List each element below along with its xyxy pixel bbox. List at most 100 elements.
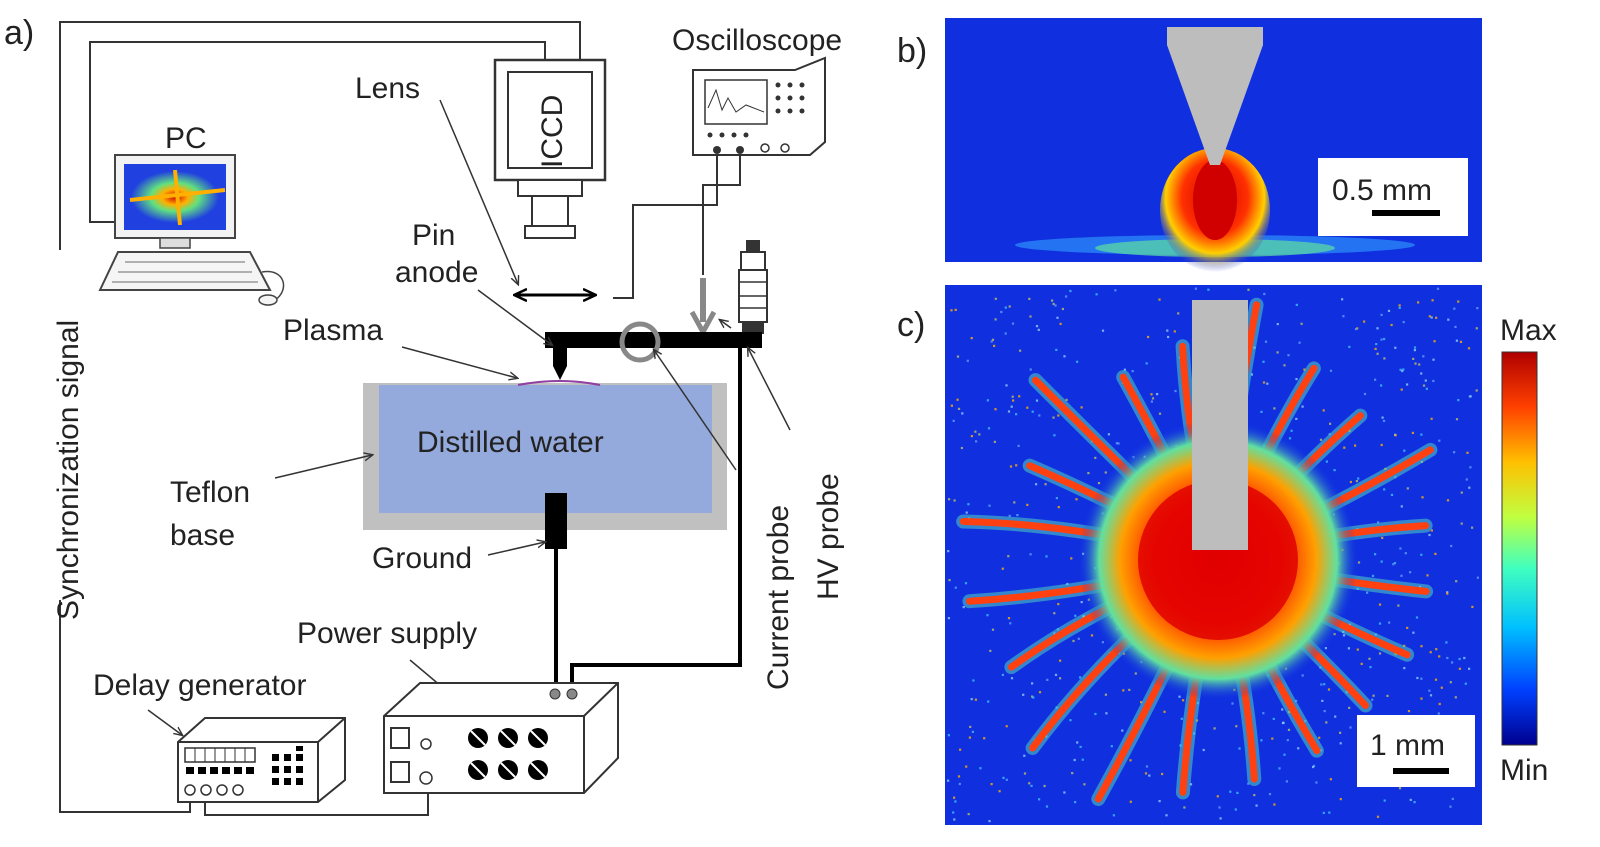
noise-speck — [1009, 465, 1013, 468]
noise-speck — [1074, 614, 1077, 617]
noise-speck — [1404, 552, 1407, 555]
noise-speck — [1055, 348, 1058, 351]
noise-speck — [1409, 571, 1412, 574]
noise-speck — [1394, 434, 1397, 437]
noise-speck — [1083, 783, 1086, 786]
noise-speck — [1056, 316, 1059, 319]
noise-speck — [1202, 748, 1205, 752]
noise-speck — [1131, 370, 1134, 373]
noise-speck — [1011, 395, 1014, 398]
noise-speck — [1415, 616, 1419, 619]
noise-speck — [979, 767, 982, 770]
noise-speck — [1354, 328, 1358, 331]
noise-speck — [1010, 405, 1013, 408]
noise-speck — [1363, 320, 1366, 323]
noise-speck — [952, 811, 955, 814]
noise-speck — [958, 782, 961, 786]
noise-speck — [1383, 488, 1386, 491]
noise-speck — [1097, 482, 1101, 485]
noise-speck — [988, 504, 991, 507]
noise-speck — [1004, 332, 1007, 335]
noise-speck — [1315, 781, 1318, 784]
current-probe-ring — [619, 321, 661, 363]
noise-speck — [950, 309, 953, 312]
noise-speck — [1357, 561, 1361, 564]
noise-speck — [1468, 667, 1471, 670]
noise-speck — [987, 427, 991, 430]
noise-speck — [1420, 433, 1423, 436]
noise-speck — [1005, 778, 1008, 781]
noise-speck — [1166, 329, 1169, 332]
noise-speck — [1059, 322, 1062, 325]
noise-speck — [1236, 791, 1239, 794]
noise-speck — [1319, 438, 1323, 441]
noise-speck — [965, 765, 968, 768]
noise-speck — [1406, 487, 1409, 490]
noise-speck — [1378, 652, 1382, 655]
noise-speck — [986, 614, 989, 617]
noise-speck — [1451, 661, 1454, 664]
noise-speck — [1374, 347, 1377, 350]
panel-b: b) 0.5 mm — [897, 18, 1482, 272]
noise-speck — [1031, 695, 1034, 698]
hv-probe-device — [738, 240, 768, 334]
noise-speck — [1428, 533, 1431, 537]
noise-speck — [1381, 416, 1384, 419]
noise-speck — [1262, 712, 1265, 715]
noise-speck — [1151, 397, 1155, 400]
noise-speck — [1425, 387, 1428, 390]
noise-speck — [1017, 444, 1020, 447]
teflon-label-line2: base — [170, 519, 235, 552]
noise-speck — [1077, 637, 1080, 640]
noise-speck — [1001, 567, 1004, 570]
noise-speck — [1323, 710, 1326, 713]
noise-speck — [1250, 373, 1253, 376]
noise-speck — [1156, 393, 1159, 396]
noise-speck — [1380, 313, 1383, 316]
noise-speck — [1007, 617, 1011, 620]
noise-speck — [1422, 384, 1426, 387]
noise-speck — [1434, 552, 1437, 555]
noise-speck — [1128, 688, 1131, 691]
noise-speck — [1144, 772, 1148, 775]
noise-speck — [1432, 358, 1435, 361]
pin-label-line1: Pin — [412, 219, 455, 252]
noise-speck — [1104, 693, 1107, 696]
noise-speck — [1383, 357, 1386, 360]
noise-speck — [1380, 338, 1383, 341]
colorbar-max-label: Max — [1500, 314, 1557, 347]
noise-speck — [990, 340, 993, 343]
noise-speck — [962, 606, 965, 609]
noise-speck — [1301, 674, 1304, 677]
noise-speck — [957, 407, 961, 410]
noise-speck — [1057, 414, 1060, 417]
noise-speck — [1467, 347, 1471, 350]
noise-speck — [1334, 715, 1337, 718]
noise-speck — [1218, 806, 1221, 809]
noise-speck — [1015, 464, 1018, 467]
noise-speck — [954, 308, 957, 311]
noise-speck — [1183, 806, 1186, 809]
noise-speck — [1418, 363, 1421, 366]
noise-speck — [1420, 553, 1423, 556]
noise-speck — [1377, 521, 1380, 524]
noise-speck — [1013, 501, 1016, 504]
noise-speck — [1435, 316, 1438, 319]
noise-speck — [1390, 493, 1394, 496]
noise-speck — [1045, 555, 1048, 558]
noise-speck — [1112, 814, 1115, 817]
noise-speck — [1298, 341, 1301, 344]
noise-speck — [1383, 337, 1386, 341]
noise-speck — [1329, 778, 1332, 781]
noise-speck — [956, 355, 960, 358]
panel-c-pin-electrode — [1192, 300, 1248, 550]
noise-speck — [1429, 651, 1432, 654]
noise-speck — [1264, 340, 1268, 343]
noise-speck — [1402, 321, 1405, 324]
noise-speck — [1329, 369, 1333, 372]
noise-speck — [974, 430, 977, 433]
noise-speck — [1457, 399, 1460, 402]
noise-speck — [1356, 648, 1359, 651]
noise-speck — [1440, 686, 1443, 689]
panel-b-scalebar-box — [1318, 158, 1468, 236]
